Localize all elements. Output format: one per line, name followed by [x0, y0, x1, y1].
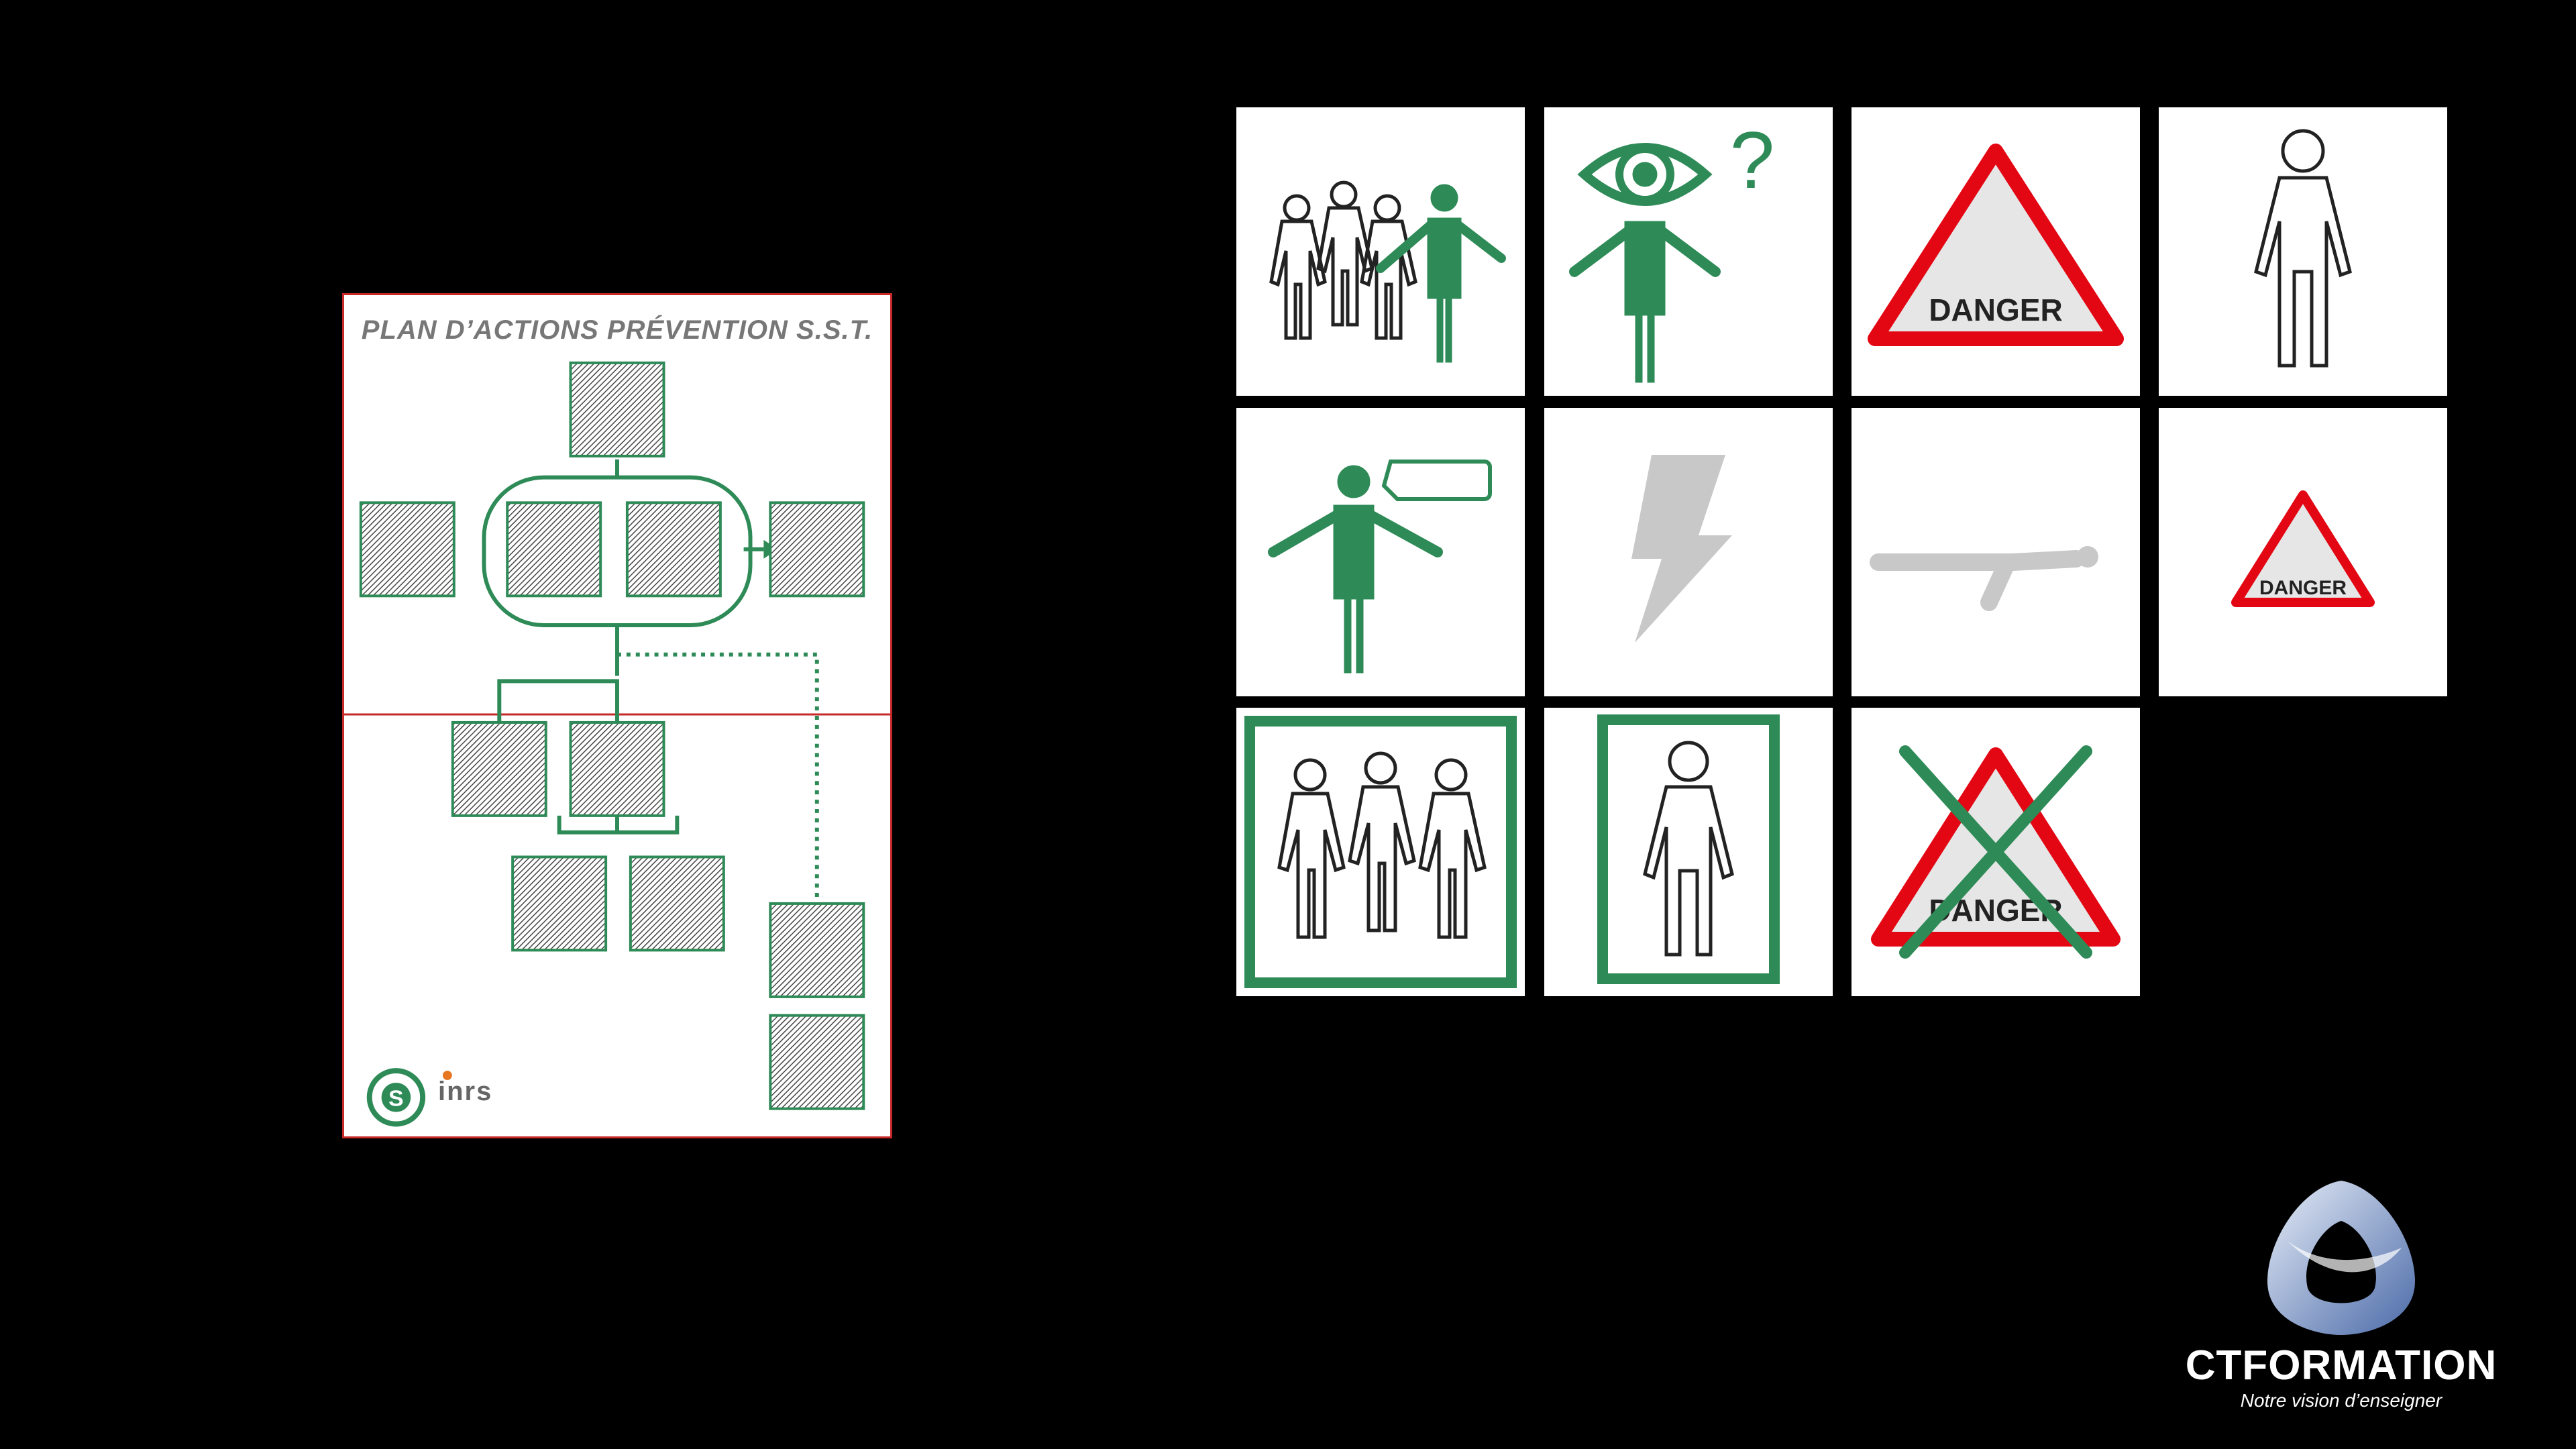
tile-danger-sign-small: DANGER: [2159, 408, 2447, 696]
plan-box: [569, 361, 665, 458]
danger-triangle-icon: DANGER: [2231, 490, 2375, 607]
speech-person-icon: [1268, 460, 1492, 674]
framed-person-icon: [1597, 714, 1780, 984]
danger-label: DANGER: [2259, 577, 2347, 599]
plan-box: [506, 501, 602, 598]
tile-framed-group: [1236, 708, 1525, 996]
plan-title: PLAN D’ACTIONS PRÉVENTION S.S.T.: [361, 315, 873, 345]
tile-standing-person: [2159, 107, 2447, 396]
inrs-logo-text: inrs: [438, 1077, 493, 1106]
tile-fallen-person: [1851, 408, 2140, 696]
plan-box: [769, 902, 865, 998]
fallen-person-icon: [1870, 546, 2098, 611]
logo-tagline: Notre vision d’enseigner: [2240, 1390, 2443, 1411]
tile-observer-question: ?: [1544, 107, 1833, 396]
plan-box: [769, 501, 865, 598]
plan-box: [451, 720, 547, 817]
plan-box: [629, 855, 725, 952]
plan-box: [511, 855, 608, 952]
plan-diagram: S: [344, 361, 890, 1127]
tile-lightning-hazard: [1544, 408, 1833, 696]
person-outline-icon: [2254, 129, 2352, 368]
plan-box: [625, 501, 722, 598]
ctformation-emblem-icon: [2267, 1181, 2415, 1335]
ctformation-logo: CTFORMATION Notre vision d’enseigner: [2153, 1167, 2529, 1411]
sst-logo-icon: S: [366, 1068, 426, 1127]
plan-box: [769, 1014, 865, 1110]
tile-danger-sign-large: DANGER: [1851, 107, 2140, 396]
plan-card: S PLAN D’ACTIONS PRÉVENTION S.S.T. inrs: [342, 293, 892, 1138]
tile-group-with-green-person: [1236, 107, 1525, 396]
danger-triangle-icon: DANGER: [1868, 144, 2124, 346]
danger-crossed-icon: DANGER: [1871, 745, 2121, 959]
lightning-icon: [1631, 455, 1732, 643]
group-people-icon: [1269, 180, 1506, 363]
tile-speaking-person: [1236, 408, 1525, 696]
plan-box: [359, 501, 455, 598]
framed-group-icon: [1244, 716, 1517, 988]
plan-box: [569, 720, 665, 817]
svg-text:S: S: [388, 1086, 404, 1112]
inrs-dot-icon: [442, 1071, 452, 1080]
svg-text:?: ?: [1730, 115, 1775, 205]
tile-danger-cancelled: DANGER: [1851, 708, 2140, 996]
logo-name: CTFORMATION: [2185, 1342, 2498, 1389]
eye-question-icon: ?: [1569, 115, 1775, 383]
tile-framed-person: [1544, 708, 1833, 996]
danger-label: DANGER: [1929, 292, 2062, 327]
